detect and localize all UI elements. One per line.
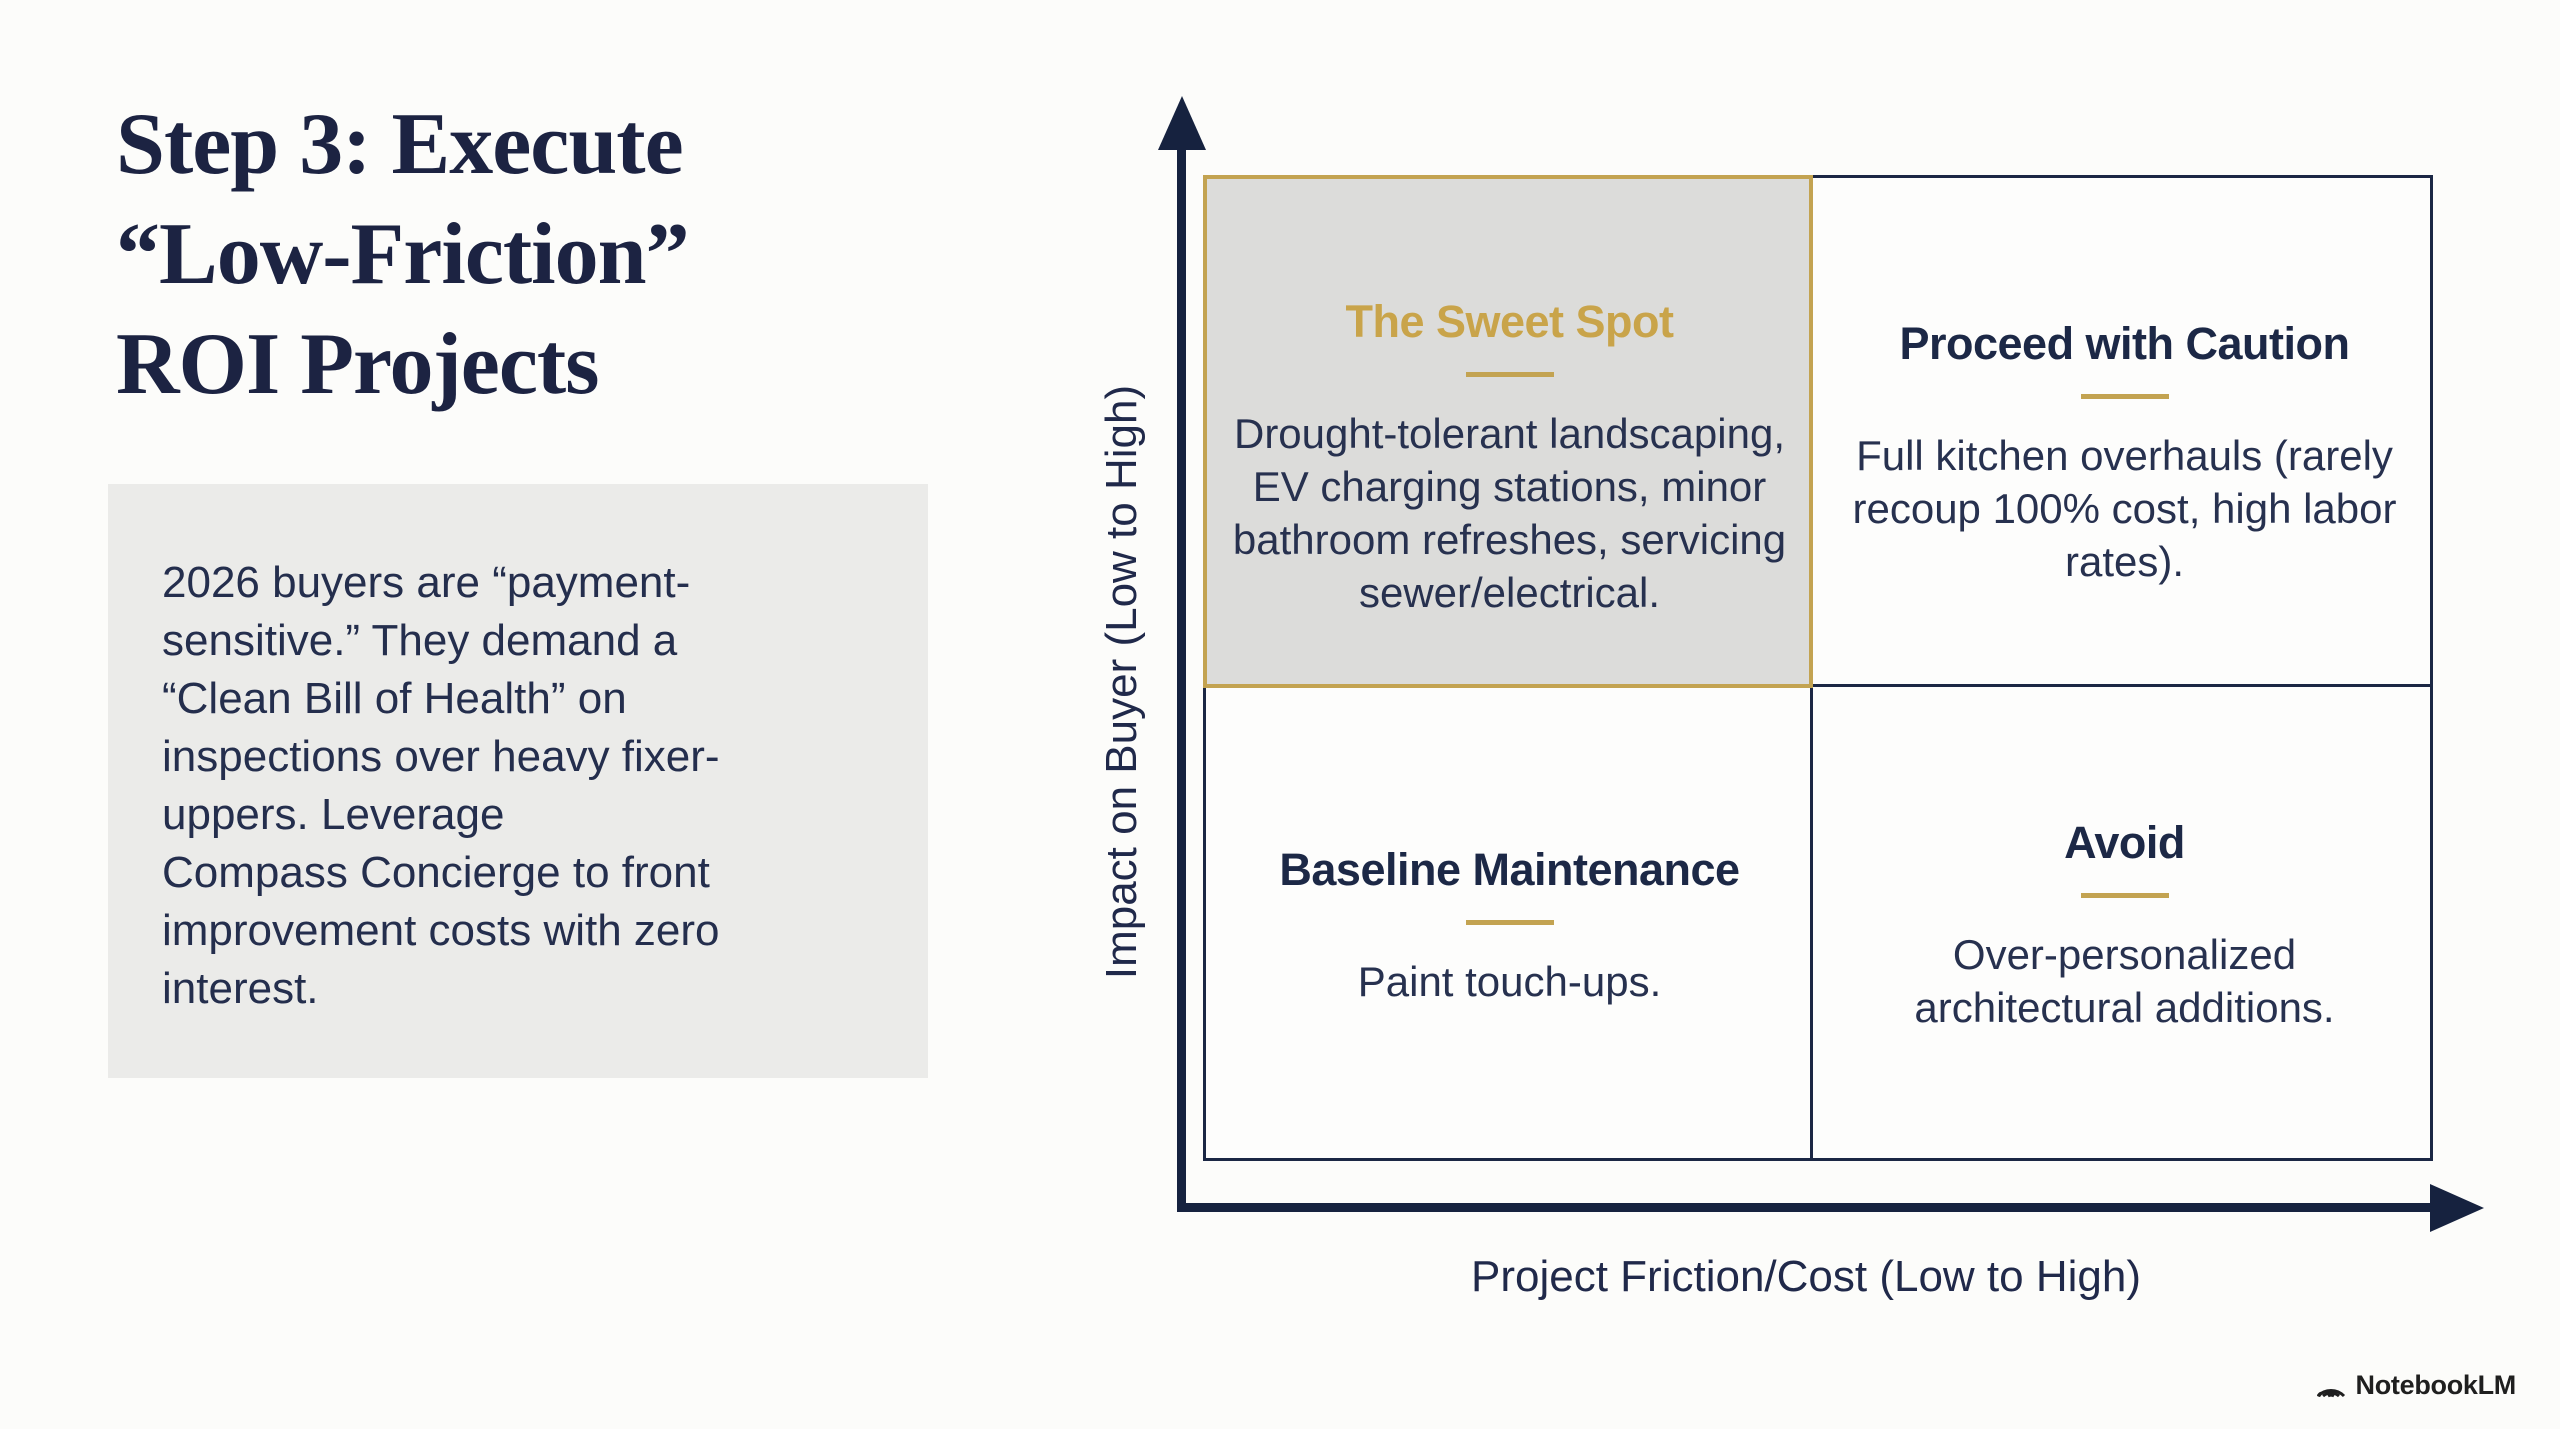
x-axis-label: Project Friction/Cost (Low to High)	[1471, 1252, 2141, 1301]
quadrant-title: Avoid	[2064, 817, 2185, 868]
quadrant-title: The Sweet Spot	[1345, 296, 1674, 347]
quadrant-matrix: The Sweet Spot Drought-tolerant landscap…	[1203, 175, 2433, 1161]
note-text: 2026 buyers are “payment-sensitive.” The…	[162, 558, 720, 1013]
x-axis-arrowhead-icon	[2430, 1184, 2484, 1232]
notebooklm-logo-text: NotebookLM	[2355, 1370, 2517, 1400]
notebooklm-watermark: NotebookLM	[2314, 1370, 2516, 1401]
y-axis-label: Impact on Buyer (Low to High)	[1097, 384, 1146, 980]
title-underline	[1465, 919, 1554, 925]
quadrant-body: Drought-tolerant landscaping, EV chargin…	[1232, 410, 1787, 616]
title-line-2: “Low-Friction”	[116, 206, 690, 303]
matrix-horizontal-divider	[1206, 684, 2430, 687]
quadrant-body: Paint touch-ups.	[1357, 957, 1662, 1005]
quadrant-title: Baseline Maintenance	[1279, 843, 1740, 895]
x-axis-line	[1177, 1203, 2433, 1212]
title-underline	[1465, 372, 1554, 377]
quadrant-baseline-maintenance: Baseline Maintenance Paint touch-ups.	[1206, 687, 1813, 1164]
notebooklm-icon	[2314, 1372, 2348, 1400]
quadrant-title: Proceed with Caution	[1899, 317, 2350, 369]
quadrant-body: Over-personalized architectural addition…	[1914, 931, 2335, 1031]
sweet-spot-highlight-box	[1203, 175, 1813, 688]
quadrant-proceed-with-caution: Proceed with Caution Full kitchen overha…	[1813, 178, 2436, 687]
title-line-1: Step 3: Execute	[116, 96, 684, 193]
y-axis-arrowhead-icon	[1158, 96, 1206, 150]
quadrant-sweet-spot: The Sweet Spot Drought-tolerant landscap…	[1206, 178, 1813, 687]
y-axis-line	[1177, 142, 1186, 1212]
title-underline	[2080, 393, 2169, 399]
title-underline	[2080, 893, 2169, 898]
title-line-3: ROI Projects	[116, 316, 599, 413]
quadrant-body: Full kitchen overhauls (rarely recoup 10…	[1852, 431, 2397, 585]
note-box: 2026 buyers are “payment-sensitive.” The…	[108, 484, 928, 1078]
quadrant-avoid: Avoid Over-personalized architectural ad…	[1813, 687, 2436, 1164]
page-title: Step 3: Execute “Low-Friction” ROI Proje…	[116, 90, 690, 420]
